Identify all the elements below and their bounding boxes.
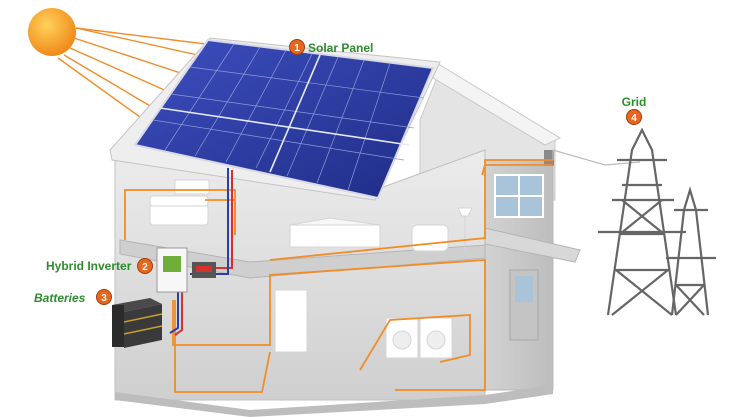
hybrid-inverter-label: Hybrid Inverter xyxy=(46,259,132,273)
solar-panel-label: Solar Panel xyxy=(308,41,373,55)
hybrid-inverter-unit xyxy=(156,247,216,293)
label-batteries: Batteries 3 xyxy=(34,289,112,305)
badge-3 xyxy=(96,289,112,305)
transmission-towers xyxy=(598,127,716,316)
badge-2 xyxy=(137,258,153,274)
battery-bank xyxy=(112,298,163,348)
label-solar-panel: 1 Solar Panel xyxy=(289,39,373,55)
sun xyxy=(28,8,76,56)
grid-label: Grid xyxy=(622,95,647,109)
badge-3-number: 3 xyxy=(101,293,107,304)
badge-4-number: 4 xyxy=(631,113,637,124)
badge-2-number: 2 xyxy=(142,262,148,273)
wiring xyxy=(124,149,641,393)
label-grid: Grid 4 xyxy=(622,95,647,125)
batteries-label: Batteries xyxy=(34,291,86,305)
label-hybrid-inverter: Hybrid Inverter 2 xyxy=(46,258,153,274)
badge-4 xyxy=(626,109,642,125)
badge-1-number: 1 xyxy=(294,43,300,54)
solar-panel-array xyxy=(133,38,435,200)
furniture xyxy=(149,179,473,359)
badge-1 xyxy=(289,39,305,55)
